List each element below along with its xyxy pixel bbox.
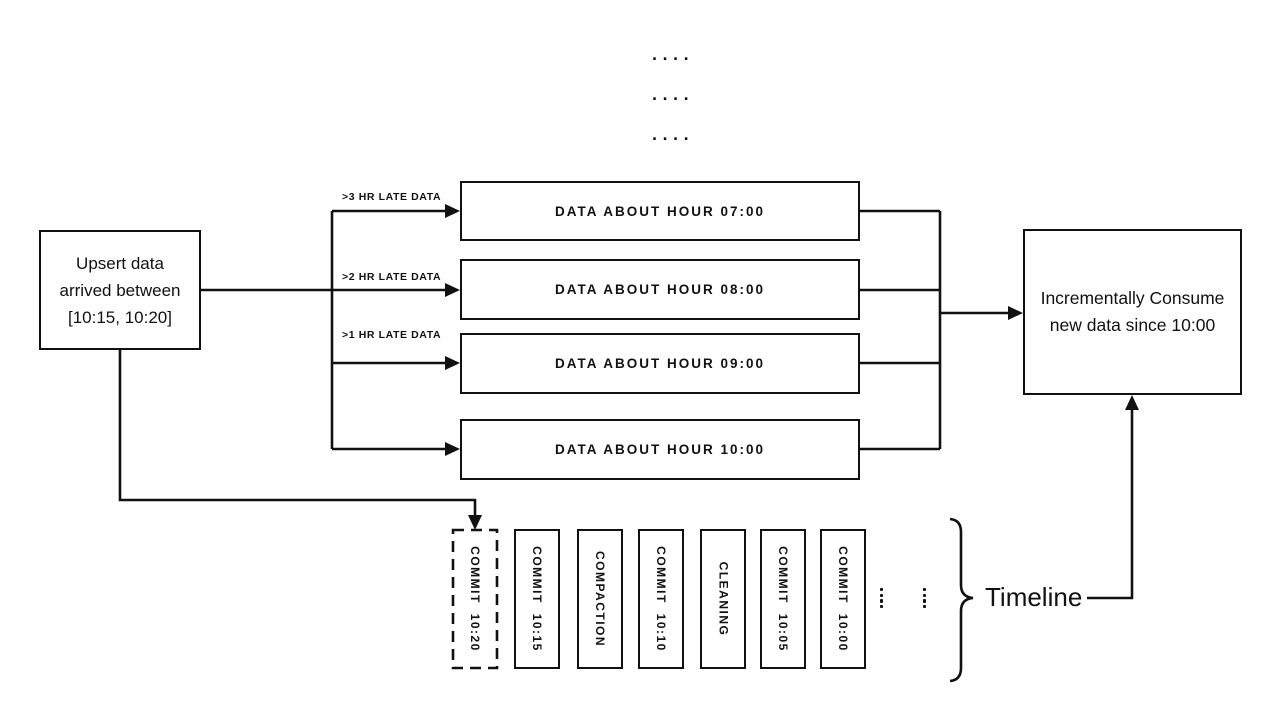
data-box-hour-0900: DATA ABOUT HOUR 09:00 [460, 333, 860, 394]
commit-label: COMMIT 10:05 [776, 546, 790, 652]
compaction-box: COMPACTION [577, 529, 623, 669]
upsert-box-line: Upsert data [76, 253, 164, 273]
consume-box-line: new data since 10:00 [1049, 315, 1216, 335]
arrowhead-hour09 [445, 356, 460, 370]
incremental-consume-box: Incrementally Consume new data since 10:… [1023, 229, 1242, 395]
commit-label: CLEANING [716, 561, 731, 637]
commit-box-1015: COMMIT 10:15 [514, 529, 560, 669]
vertical-ellipsis-icon [880, 588, 884, 609]
ellipsis-row: .... [650, 46, 693, 64]
upsert-box-line: [10:15, 10:20] [68, 307, 172, 327]
commit-label: COMMIT 10:20 [468, 546, 482, 652]
label-late-1hr: >1 HR LATE DATA [342, 329, 442, 341]
ellipsis-row: .... [650, 86, 693, 104]
upsert-box: Upsert data arrived between [10:15, 10:2… [39, 230, 201, 350]
data-box-hour-1000: DATA ABOUT HOUR 10:00 [460, 419, 860, 480]
data-box-hour-0700: DATA ABOUT HOUR 07:00 [460, 181, 860, 241]
arrowhead-hour10 [445, 442, 460, 456]
arrowhead-commit-1020 [468, 515, 482, 530]
commit-dashed-outline [451, 528, 499, 670]
vertical-ellipsis-icon [923, 588, 927, 609]
continuation-dots-top: .... .... .... [650, 46, 693, 144]
commit-box-1020: COMMIT 10:20 [452, 529, 498, 669]
commit-box-1005: COMMIT 10:05 [760, 529, 806, 669]
commit-label: COMPACTION [593, 550, 608, 648]
ellipsis-row: .... [650, 126, 693, 144]
arrowhead-timeline [1125, 395, 1139, 410]
timeline-label: Timeline [985, 582, 1083, 612]
label-late-2hr: >2 HR LATE DATA [342, 271, 442, 283]
upsert-box-line: arrived between [59, 280, 181, 300]
arrowhead-hour07 [445, 204, 460, 218]
timeline-brace [949, 517, 974, 683]
commit-box-1000: COMMIT 10:00 [820, 529, 866, 669]
commit-box-1010: COMMIT 10:10 [638, 529, 684, 669]
arrowhead-consume [1008, 306, 1023, 320]
data-box-hour-0800: DATA ABOUT HOUR 08:00 [460, 259, 860, 320]
consume-box-line: Incrementally Consume [1040, 288, 1225, 308]
arrowhead-hour08 [445, 283, 460, 297]
commit-label: COMMIT 10:15 [530, 546, 544, 652]
commit-label: COMMIT 10:10 [654, 546, 668, 652]
commit-label: COMMIT 10:00 [836, 546, 850, 652]
line-upsert-to-commit [118, 350, 477, 515]
label-late-3hr: >3 HR LATE DATA [342, 191, 442, 203]
cleaning-box: CLEANING [700, 529, 746, 669]
line-timeline-to-consume [1087, 409, 1134, 600]
